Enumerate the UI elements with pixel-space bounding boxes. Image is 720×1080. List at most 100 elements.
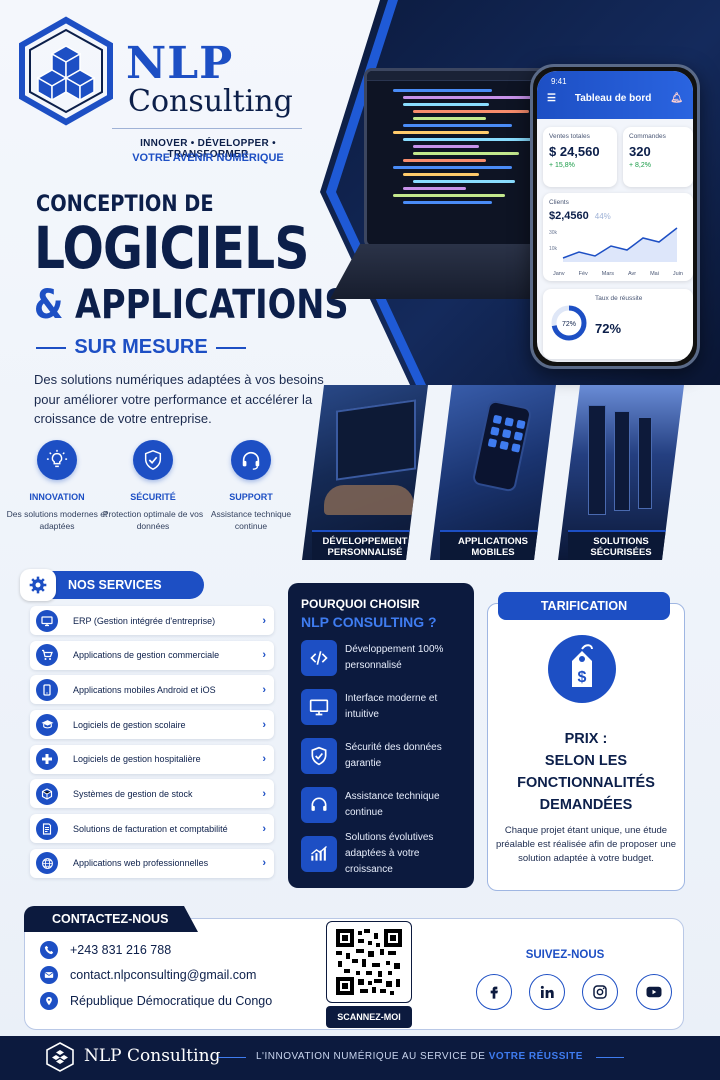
service-item-web[interactable]: Applications web professionnelles ›	[30, 848, 274, 878]
phone-illustration	[471, 399, 533, 493]
brand-name-nlp: NLP	[126, 38, 234, 89]
why-label: Assistance technique continue	[345, 791, 440, 818]
success-value: 72%	[595, 321, 622, 336]
youtube-icon[interactable]	[636, 974, 672, 1010]
service-label: Logiciels de gestion scolaire	[73, 719, 186, 730]
month-label: Juin	[672, 271, 683, 277]
why-item: Développement 100% personnalisé	[301, 640, 462, 676]
server-rack-illustration	[614, 411, 630, 511]
footer-tagline: L'INNOVATION NUMÉRIQUE AU SERVICE DE VOT…	[256, 1051, 583, 1062]
footer-logo-icon	[46, 1042, 74, 1072]
clients-label: Clients	[549, 199, 569, 206]
service-item-hospitaliere[interactable]: Logiciels de gestion hospitalière ›	[30, 744, 274, 774]
sales-delta: + 15,8%	[549, 162, 575, 169]
chevron-right-icon: ›	[262, 614, 266, 627]
price-statement: PRIX : SELON LES FONCTIONNALITÉS DEMANDÉ…	[487, 728, 685, 816]
cart-icon	[36, 644, 58, 667]
editor-titlebar	[367, 71, 566, 81]
contact-email[interactable]: contact.nlpconsulting@gmail.com	[40, 966, 256, 984]
gear-icon	[20, 569, 56, 601]
chevron-right-icon: ›	[262, 787, 266, 800]
feature-title: INNOVATION	[29, 492, 85, 502]
chart-axis-label-2: 10k	[549, 246, 558, 252]
feature-support: SUPPORT Assistance technique continue	[196, 440, 306, 532]
service-item-erp[interactable]: ERP (Gestion intégrée d'entreprise) ›	[30, 606, 274, 635]
why-title-brand: NLP CONSULTING ?	[301, 614, 437, 630]
why-item: Sécurité des données garantie	[301, 738, 462, 774]
why-item: Assistance technique continue	[301, 787, 462, 823]
code-icon	[301, 640, 337, 676]
laptop-screen-illustration	[336, 399, 416, 481]
sales-label: Ventes totales	[549, 133, 590, 140]
scan-me-button[interactable]: SCANNEZ-MOI	[326, 1006, 412, 1028]
service-item-commerciale[interactable]: Applications de gestion commerciale ›	[30, 640, 274, 670]
server-rack-illustration	[638, 417, 652, 509]
clients-delta: 44%	[594, 212, 611, 221]
service-item-scolaire[interactable]: Logiciels de gestion scolaire ›	[30, 710, 274, 740]
logo-hexagon-icon	[19, 16, 113, 126]
photo-label: SOLUTIONS SÉCURISÉES	[568, 530, 674, 560]
orders-value: 320	[629, 144, 651, 159]
shield-check-icon	[301, 738, 337, 774]
menu-icon[interactable]: ☰	[547, 93, 556, 104]
month-label: Fév	[578, 271, 588, 277]
why-item: Interface moderne et intuitive	[301, 689, 462, 725]
why-item: Solutions évolutives adaptées à votre cr…	[301, 832, 462, 875]
contact-location: République Démocratique du Congo	[40, 992, 272, 1010]
clients-value: $2,4560	[549, 210, 589, 222]
contact-phone[interactable]: +243 831 216 788	[40, 941, 171, 959]
lightbulb-icon	[37, 440, 77, 480]
month-label: Mai	[650, 271, 659, 277]
qr-code[interactable]	[326, 921, 412, 1003]
bell-icon[interactable]: 🔔︎	[670, 93, 683, 104]
photo-developpement: DÉVELOPPEMENT PERSONNALISÉ	[302, 385, 428, 560]
instagram-icon[interactable]	[582, 974, 618, 1010]
brand-divider	[112, 128, 302, 129]
service-label: Applications de gestion commerciale	[73, 650, 220, 661]
growth-chart-icon	[301, 836, 337, 872]
chevron-right-icon: ›	[262, 753, 266, 766]
orders-card: Commandes 320 + 8,2%	[623, 127, 693, 187]
globe-icon	[36, 852, 58, 875]
chevron-right-icon: ›	[262, 683, 266, 696]
why-label: Sécurité des données garantie	[345, 742, 442, 769]
monitor-icon	[301, 689, 337, 725]
chevron-right-icon: ›	[262, 649, 266, 662]
month-label: Janv	[553, 271, 565, 277]
phone-dashboard-mockup: 9:41 ☰ Tableau de bord 🔔︎ Ventes totales…	[530, 64, 700, 369]
linkedin-icon[interactable]	[529, 974, 565, 1010]
sales-card: Ventes totales $ 24,560 + 15,8%	[543, 127, 617, 187]
facebook-icon[interactable]	[476, 974, 512, 1010]
sales-value: $ 24,560	[549, 144, 600, 159]
headset-icon	[301, 787, 337, 823]
feature-innovation: INNOVATION Des solutions modernes et ada…	[2, 440, 112, 532]
footer-brand: NLP Consulting	[84, 1046, 221, 1066]
code-editor	[367, 81, 566, 204]
chart-months: Janv Fév Mars Avr Mai Juin	[549, 271, 687, 277]
why-label: Solutions évolutives adaptées à votre cr…	[345, 832, 434, 875]
contact-email-text: contact.nlpconsulting@gmail.com	[70, 968, 257, 982]
price-line: SELON LES	[544, 753, 628, 769]
service-item-facturation[interactable]: Solutions de facturation et comptabilité…	[30, 814, 274, 844]
medical-cross-icon	[36, 748, 58, 771]
smartphone-icon	[36, 678, 58, 701]
service-item-stock[interactable]: Systèmes de gestion de stock ›	[30, 779, 274, 809]
app-grid	[479, 402, 530, 465]
chart-axis-label: 30k	[549, 230, 558, 236]
subtitle-rule-right	[215, 346, 247, 349]
success-label: Taux de réussite	[595, 295, 643, 302]
box-icon	[36, 782, 58, 805]
phone-title: Tableau de bord	[574, 93, 652, 104]
feature-desc: Protection optimale de vos données	[102, 509, 204, 531]
clients-card: Clients $2,4560 44% 30k 10k Janv Fév Mar…	[543, 193, 693, 281]
service-label: Applications web professionnelles	[73, 858, 209, 869]
subtitle-rule-left	[36, 346, 67, 349]
chevron-right-icon: ›	[262, 718, 266, 731]
success-ring-label: 72%	[562, 321, 576, 328]
why-choose-panel: POURQUOI CHOISIR NLP CONSULTING ? Dévelo…	[288, 583, 474, 888]
success-ring: 72%	[551, 305, 587, 341]
svg-text:$: $	[578, 669, 587, 686]
service-item-mobile[interactable]: Applications mobiles Android et iOS ›	[30, 675, 274, 705]
headline-subtitle: SUR MESURE	[36, 336, 247, 359]
